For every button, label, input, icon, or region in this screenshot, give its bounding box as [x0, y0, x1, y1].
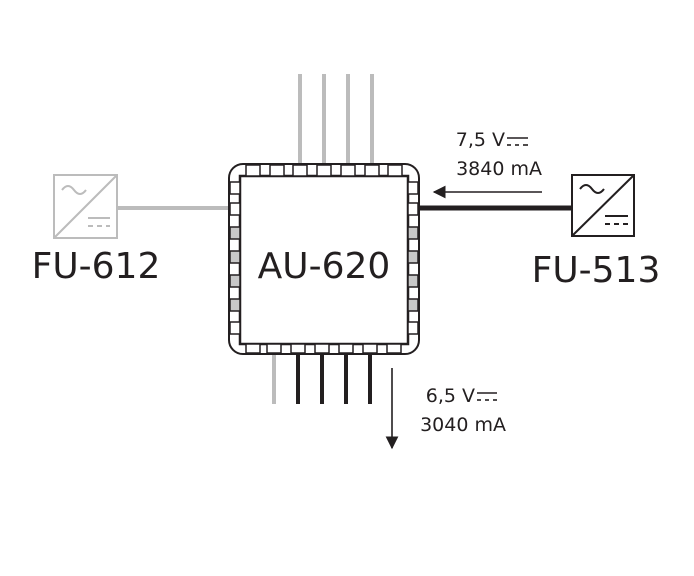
left-ports [229, 181, 241, 335]
main-unit: AU-620 [228, 163, 420, 355]
main-unit-label: AU-620 [258, 246, 391, 287]
bottom-connection-lines [272, 350, 372, 404]
top-connection-lines [298, 74, 374, 166]
input-current-label: 3840 mA [456, 158, 542, 180]
input-power-annotation: 7,5 V 3840 mA [432, 129, 542, 199]
dc-symbol-icon [477, 392, 497, 401]
dc-symbol-icon [507, 137, 528, 146]
output-voltage-label: 6,5 V [426, 385, 475, 407]
bottom-ports [245, 343, 402, 354]
top-ports [245, 164, 403, 177]
right-supply: FU-513 [532, 174, 661, 291]
output-current-label: 3040 mA [420, 414, 506, 436]
right-supply-icon [571, 174, 635, 237]
input-voltage-label: 7,5 V [456, 129, 505, 151]
right-ports [407, 181, 419, 335]
left-supply: FU-612 [32, 174, 161, 287]
left-supply-label: FU-612 [32, 246, 161, 287]
left-supply-icon [53, 174, 118, 239]
output-power-annotation: 6,5 V 3040 mA [385, 368, 506, 450]
right-supply-label: FU-513 [532, 250, 661, 291]
